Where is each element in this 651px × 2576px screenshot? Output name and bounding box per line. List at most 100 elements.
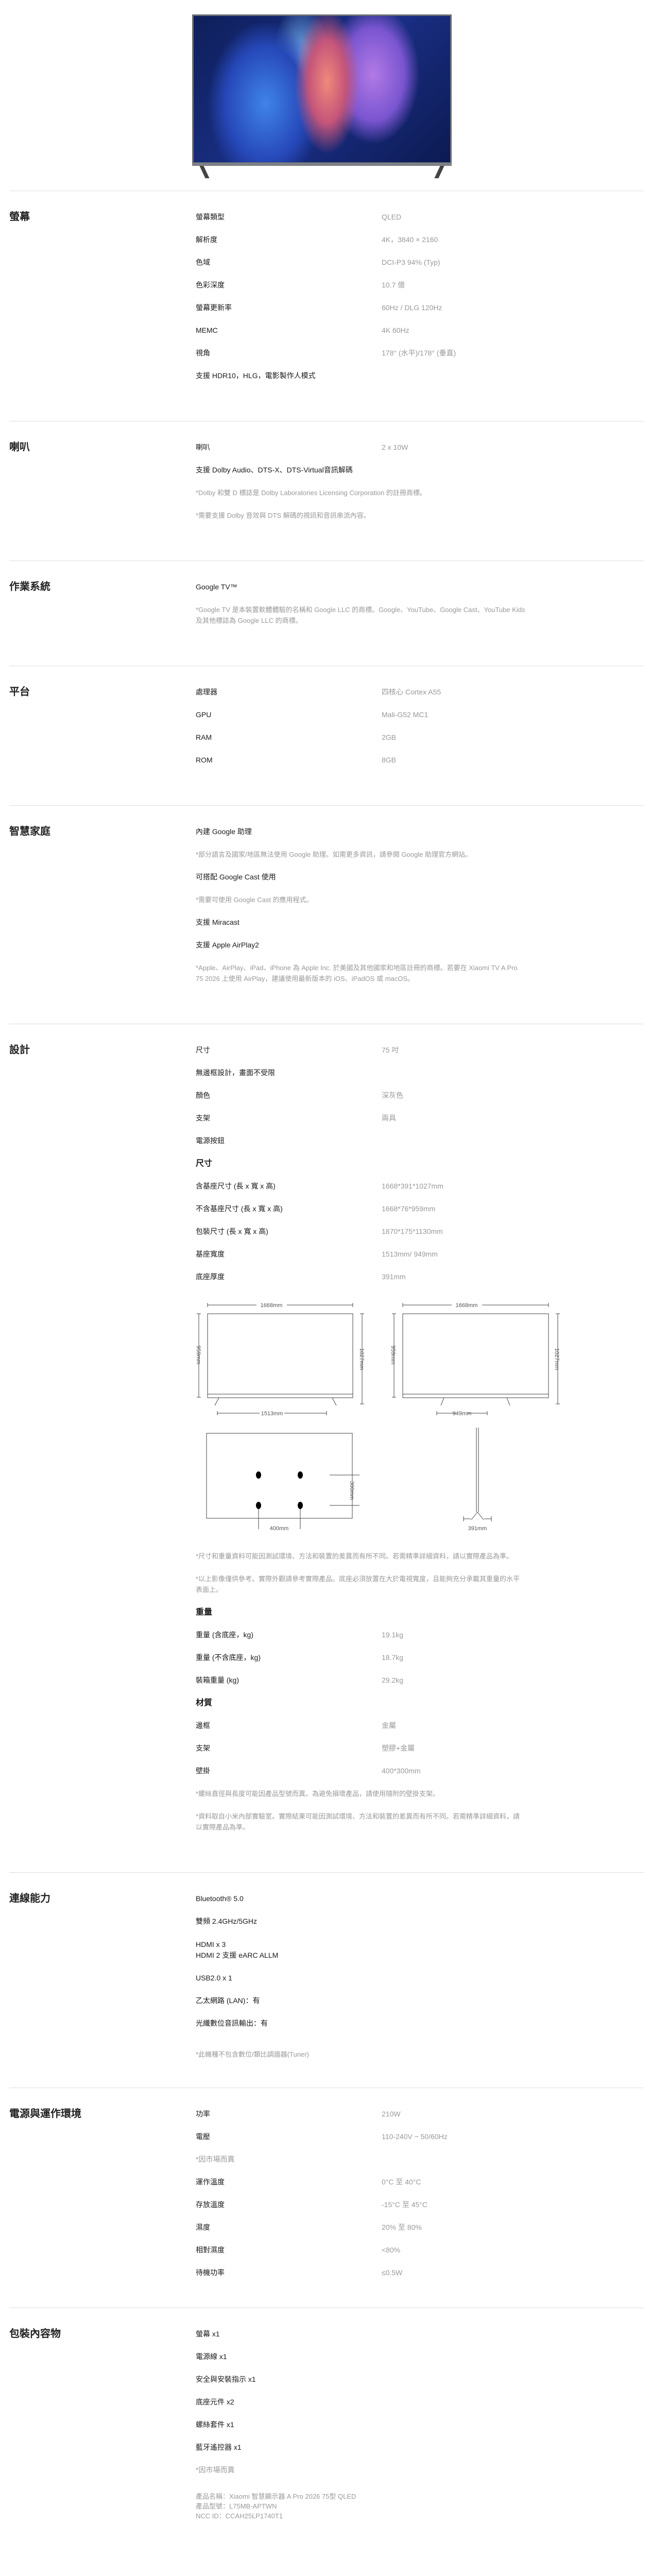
os-value: Google TV™ [196, 583, 237, 591]
spec-value: 4K 60Hz [382, 326, 409, 334]
footnote: *需要可使用 Google Cast 的應用程式。 [196, 896, 313, 904]
connectivity-item: HDMI 2 支援 eARC ALLM [196, 1951, 279, 1959]
spec-label: RAM [196, 733, 212, 741]
spec-row: 含基座尺寸 (長 x 寬 x 高) 1668*391*1027mm [196, 1181, 587, 1204]
footnote: *因市場而異 [196, 2155, 235, 2163]
footnote: *Apple、AirPlay、iPad、iPhone 為 Apple Inc. … [196, 964, 518, 982]
footnote: *需要支援 Dolby 音效與 DTS 解碼的視訊和音訊串流內容。 [196, 512, 370, 519]
spec-value: 8GB [382, 756, 397, 764]
spec-row: 不含基座尺寸 (長 x 寬 x 高)1668*76*959mm [196, 1204, 587, 1226]
package-item: 電源線 x1 [196, 2352, 227, 2361]
section-title: 喇叭 [9, 442, 30, 453]
spec-label: 色彩深度 [196, 281, 225, 289]
spec-feature: 支援 HDR10，HLG，電影製作人模式 [196, 371, 316, 380]
spec-value: -15°C 至 45°C [382, 2200, 428, 2209]
dimension-diagram: 1668mm 959mm 1027mm 1513mm 1668mm 959mm … [196, 1302, 560, 1532]
package-item: 底座元件 x2 [196, 2398, 234, 2406]
section-os: 作業系統 Google TV™ *Google TV 是本裝置軟體體驗的名稱和 … [0, 561, 651, 653]
spec-label: 顏色 [196, 1091, 210, 1099]
tv-bottom-bezel [192, 163, 452, 166]
section-title: 螢幕 [9, 211, 30, 223]
connectivity-item: 光纖數位音訊輸出：有 [196, 2019, 268, 2027]
spec-label: 螢幕類型 [196, 213, 225, 221]
spec-row: 支架 兩具 [196, 1113, 587, 1136]
package-item: 螢幕 x1 [196, 2330, 220, 2338]
spec-value: 1870*175*1130mm [382, 1227, 443, 1235]
spec-value: 75 吋 [382, 1046, 399, 1054]
spec-value: 1513mm/ 949mm [382, 1250, 438, 1258]
dim-label-height-stand: 1027mm [358, 1348, 365, 1370]
dim-label-stand-narrow: 949mm [453, 1411, 472, 1417]
front-view-stand-narrow [392, 1303, 560, 1415]
dim-label-depth: 391mm [468, 1526, 487, 1532]
spec-row: 螢幕類型 QLED [196, 212, 587, 234]
dim-label-vesa-v: 300mm [349, 1481, 355, 1500]
spec-value: 110-240V ~ 50/60Hz [382, 2132, 448, 2141]
spec-value: 兩具 [382, 1114, 396, 1122]
dim-label-width: 1668mm [261, 1302, 283, 1309]
spec-label: 裝箱重量 (kg) [196, 1676, 239, 1684]
section-title: 作業系統 [9, 581, 50, 592]
spec-label: 支架 [196, 1114, 210, 1122]
spec-value: 10.7 億 [382, 281, 405, 289]
spec-feature: 可搭配 Google Cast 使用 [196, 873, 276, 881]
spec-value: Mali-G52 MC1 [382, 710, 429, 719]
spec-value: DCI-P3 94% (Typ) [382, 258, 440, 266]
spec-label: 壁掛 [196, 1767, 210, 1775]
spec-label: 處理器 [196, 688, 217, 696]
dim-label-width: 1668mm [456, 1302, 478, 1309]
spec-label: 喇叭 [196, 443, 210, 451]
section-package: 包裝內容物 螢幕 x1 電源線 x1 安全與安裝指示 x1 底座元件 x2 螺絲… [0, 2308, 651, 2531]
spec-label: 重量 (含底座，kg) [196, 1631, 253, 1639]
connectivity-item: 乙太網路 (LAN)：有 [196, 1996, 260, 2005]
spec-value: 29.2kg [382, 1676, 404, 1684]
spec-value: QLED [382, 213, 402, 221]
spec-row: 功率 210W [196, 2109, 587, 2131]
dim-label-stand-wide: 1513mm [261, 1411, 283, 1417]
spec-label: 包裝尺寸 (長 x 寬 x 高) [196, 1227, 268, 1235]
spec-row: 包裝尺寸 (長 x 寬 x 高) 1870*175*1130mm [196, 1226, 587, 1249]
footnote: *螺絲直徑與長度可能因產品型號而異。為避免損壞產品，請使用隨附的壁掛支架。 [196, 1790, 440, 1798]
section-connectivity: 連線能力 Bluetooth® 5.0 雙頻 2.4GHz/5GHz HDMI … [0, 1873, 651, 2075]
spec-label: 底座厚度 [196, 1273, 225, 1281]
dim-label-vesa-h: 400mm [270, 1526, 289, 1532]
spec-feature: 支援 Dolby Audio、DTS-X、DTS-Virtual音訊解碼 [196, 466, 353, 474]
spec-feature: 內建 Google 助理 [196, 827, 252, 836]
spec-label: 色域 [196, 258, 210, 266]
front-view-stand-wide [197, 1303, 364, 1415]
footnote: *資料取自小米內部實驗室。實際結果可能因測試環境、方法和裝置的差異而有所不同。若… [196, 1812, 520, 1831]
spec-row: 處理器四核心 Cortex A55 [196, 687, 587, 709]
footnote: *此機種不包含數位/類比調諧器(Tuner) [196, 2050, 309, 2058]
section-title: 設計 [9, 1044, 30, 1056]
spec-row: 重量 (不含底座，kg)18.7kg [196, 1652, 587, 1675]
spec-label: 功率 [196, 2110, 210, 2118]
spec-value: 塑膠+金屬 [382, 1744, 415, 1752]
rear-view-vesa [206, 1433, 359, 1529]
side-view [463, 1428, 492, 1521]
section-title: 智慧家庭 [9, 826, 50, 837]
spec-value: 210W [382, 2110, 401, 2118]
spec-row: 色域 DCI-P3 94% (Typ) [196, 257, 587, 280]
footnote: *以上影像僅供參考。實際外觀請參考實際產品。底座必須放置在大於電視寬度，且能夠充… [196, 1575, 520, 1594]
spec-label: 螢幕更新率 [196, 303, 232, 312]
spec-value: 19.1kg [382, 1631, 404, 1639]
spec-value: 1668*391*1027mm [382, 1182, 443, 1190]
section-title: 包裝內容物 [9, 2328, 61, 2340]
spec-value: 391mm [382, 1273, 406, 1281]
spec-row: 待機功率≤0.5W [196, 2267, 587, 2280]
spec-value: 1668*76*959mm [382, 1205, 436, 1213]
spec-label: 含基座尺寸 (長 x 寬 x 高) [196, 1182, 276, 1190]
spec-label: 電壓 [196, 2132, 210, 2141]
subheading: 尺寸 [196, 1159, 213, 1168]
subheading: 重量 [196, 1608, 213, 1617]
spec-label: 存放溫度 [196, 2200, 225, 2209]
spec-label: 濕度 [196, 2223, 210, 2231]
spec-row: 支架塑膠+金屬 [196, 1743, 587, 1766]
